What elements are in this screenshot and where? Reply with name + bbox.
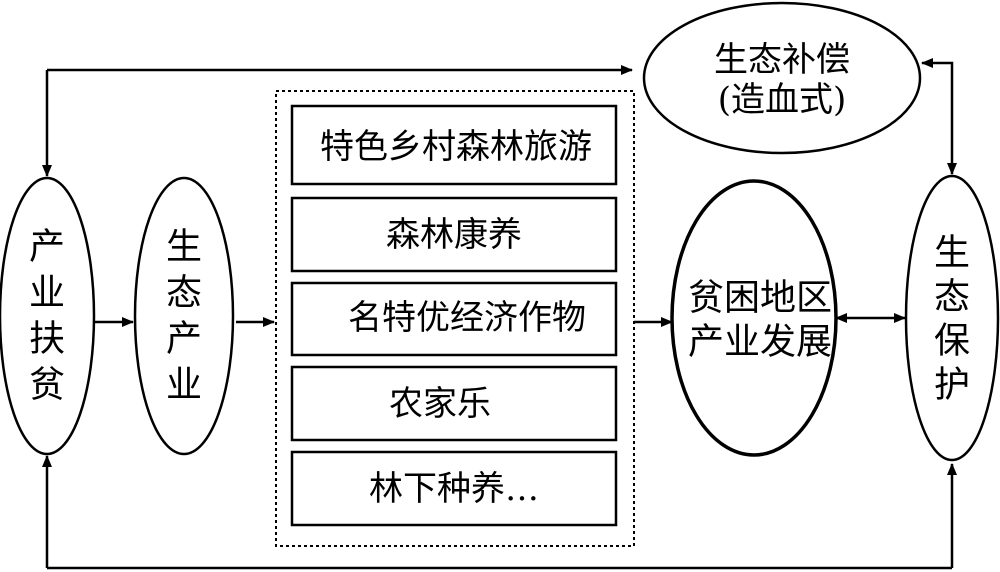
industry-item: 森林康养 <box>290 196 618 273</box>
industry-item-label: 名特优经济作物 <box>348 298 586 338</box>
industry-item: 名特优经济作物 <box>290 281 618 357</box>
poverty-alleviation-char-1: 产 <box>29 227 65 268</box>
poverty-alleviation-char-2: 业 <box>29 273 65 314</box>
industry-list: 特色乡村森林旅游 森林康养 名特优经济作物 农家乐 林下种养… <box>275 90 635 547</box>
poverty-alleviation-char-4: 贫 <box>29 365 65 406</box>
poor-area-development-line-2: 产业发展 <box>688 322 832 363</box>
connectors <box>42 58 957 570</box>
eco-industry-char-4: 业 <box>166 365 202 406</box>
industry-item-label: 林下种养… <box>369 469 539 509</box>
eco-industry-char-2: 态 <box>166 273 202 314</box>
industry-item-label: 森林康养 <box>386 215 522 255</box>
eco-protection-char-4: 护 <box>934 365 970 406</box>
industry-item-label: 农家乐 <box>389 384 491 424</box>
industry-list-frame <box>275 90 635 547</box>
arrow-compensation-protection <box>921 58 957 175</box>
eco-industry-node: 生 态 产 业 <box>133 176 235 456</box>
eco-protection-char-1: 生 <box>934 233 970 274</box>
eco-protection-char-2: 态 <box>934 277 970 318</box>
eco-compensation-line-1: 生态补偿 <box>714 40 850 80</box>
eco-protection-char-3: 保 <box>934 321 970 362</box>
poverty-alleviation-node: 产 业 扶 贫 <box>0 176 96 456</box>
poor-area-development-line-1: 贫困地区 <box>688 278 832 319</box>
industry-item: 特色乡村森林旅游 <box>290 104 618 186</box>
industry-item: 农家乐 <box>290 365 618 442</box>
eco-compensation-node: 生态补偿 (造血式) <box>642 1 922 155</box>
eco-industry-char-3: 产 <box>166 319 202 360</box>
poor-area-development-node: 贫困地区 产业发展 <box>670 179 838 457</box>
industry-item: 林下种养… <box>290 450 618 527</box>
eco-compensation-line-2: (造血式) <box>718 80 847 120</box>
poverty-alleviation-char-3: 扶 <box>29 319 65 360</box>
eco-industry-char-1: 生 <box>166 227 202 268</box>
eco-protection-node: 生 态 保 护 <box>904 174 1000 462</box>
industry-item-label: 特色乡村森林旅游 <box>320 127 592 167</box>
